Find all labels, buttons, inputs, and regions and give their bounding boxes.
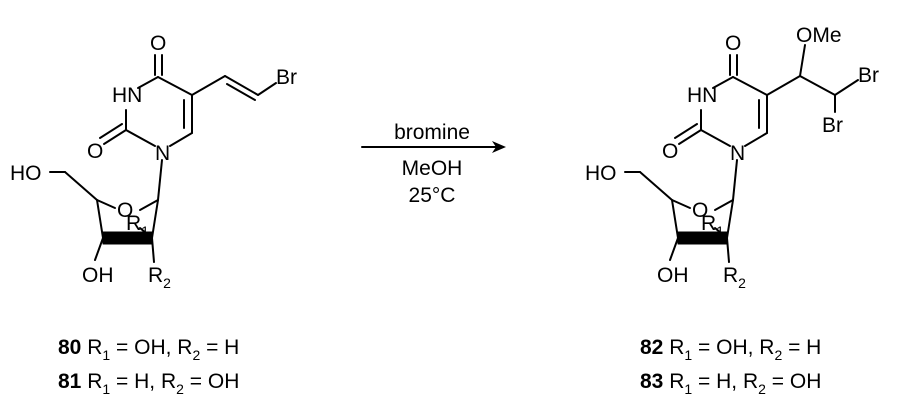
- bond: [766, 75, 801, 96]
- bond: [257, 82, 277, 96]
- atom-o: O: [87, 140, 103, 163]
- bond: [700, 129, 731, 147]
- bond: [226, 83, 256, 101]
- bond: [714, 199, 734, 211]
- atom-ho: HO: [585, 162, 617, 185]
- bond: [139, 227, 153, 239]
- reaction-arrow: [361, 141, 506, 153]
- bond: [671, 199, 679, 239]
- bond: [726, 199, 734, 239]
- atom-n: N: [155, 142, 170, 165]
- bond: [64, 171, 98, 201]
- bond: [674, 123, 698, 139]
- bond: [678, 129, 702, 145]
- bond: [191, 75, 226, 96]
- caption-80: 80 R1 = OH, R2 = H: [58, 336, 239, 363]
- atom-r2: R2: [148, 264, 171, 291]
- caption-81: 81 R1 = H, R2 = OH: [58, 370, 239, 397]
- atom-o: O: [725, 32, 741, 55]
- arrow-head: [492, 141, 506, 153]
- atom-ho: HO: [10, 162, 42, 185]
- bond: [157, 159, 163, 201]
- bond: [103, 129, 127, 145]
- product-captions: 82 R1 = OH, R2 = H 83 R1 = H, R2 = OH: [640, 336, 821, 397]
- bond: [94, 237, 104, 261]
- bond: [799, 44, 806, 77]
- product-structure: O HN O N OMe Br Br HO O R1 OH R2: [585, 24, 879, 291]
- atom-o-ring: O: [692, 199, 708, 222]
- solvent-label: MeOH: [402, 157, 463, 180]
- atom-o: O: [662, 140, 678, 163]
- atom-r1: R1: [701, 212, 724, 239]
- bond: [137, 76, 159, 89]
- atom-hn: HN: [687, 84, 717, 107]
- reactant-captions: 80 R1 = OH, R2 = H 81 R1 = H, R2 = OH: [58, 336, 239, 397]
- bond: [744, 132, 768, 147]
- caption-83: 83 R1 = H, R2 = OH: [640, 370, 821, 397]
- bond: [712, 76, 734, 89]
- atom-o: O: [150, 32, 166, 55]
- atom-o-ring: O: [117, 199, 133, 222]
- atom-br: Br: [276, 66, 297, 89]
- bond: [139, 199, 159, 211]
- bond: [834, 79, 859, 96]
- bond: [639, 171, 673, 201]
- bond: [726, 237, 730, 263]
- reagent-label: bromine: [394, 121, 470, 144]
- atom-br: Br: [858, 64, 879, 87]
- bond: [732, 76, 768, 96]
- atom-hn: HN: [112, 84, 142, 107]
- atom-br: Br: [822, 114, 843, 137]
- temperature-label: 25°C: [409, 184, 456, 207]
- bond: [732, 159, 738, 201]
- atom-n: N: [730, 142, 745, 165]
- bond: [151, 237, 155, 263]
- bond: [671, 199, 691, 209]
- bond: [125, 129, 156, 147]
- caption-82: 82 R1 = OH, R2 = H: [640, 336, 821, 363]
- bond: [96, 199, 116, 209]
- atom-r1: R1: [126, 212, 149, 239]
- bond: [96, 199, 104, 239]
- atom-oh: OH: [657, 264, 689, 287]
- atom-ome: OMe: [796, 24, 842, 47]
- bond: [714, 227, 728, 239]
- bond: [799, 75, 836, 96]
- bond: [157, 76, 193, 96]
- bond: [669, 237, 679, 261]
- bond: [151, 199, 159, 239]
- bond: [169, 132, 193, 147]
- reactant-structure: O HN O N Br HO O R1 OH R2: [10, 32, 297, 291]
- bond: [99, 123, 123, 139]
- atom-r2: R2: [723, 264, 746, 291]
- bond: [224, 75, 259, 96]
- atom-oh: OH: [82, 264, 114, 287]
